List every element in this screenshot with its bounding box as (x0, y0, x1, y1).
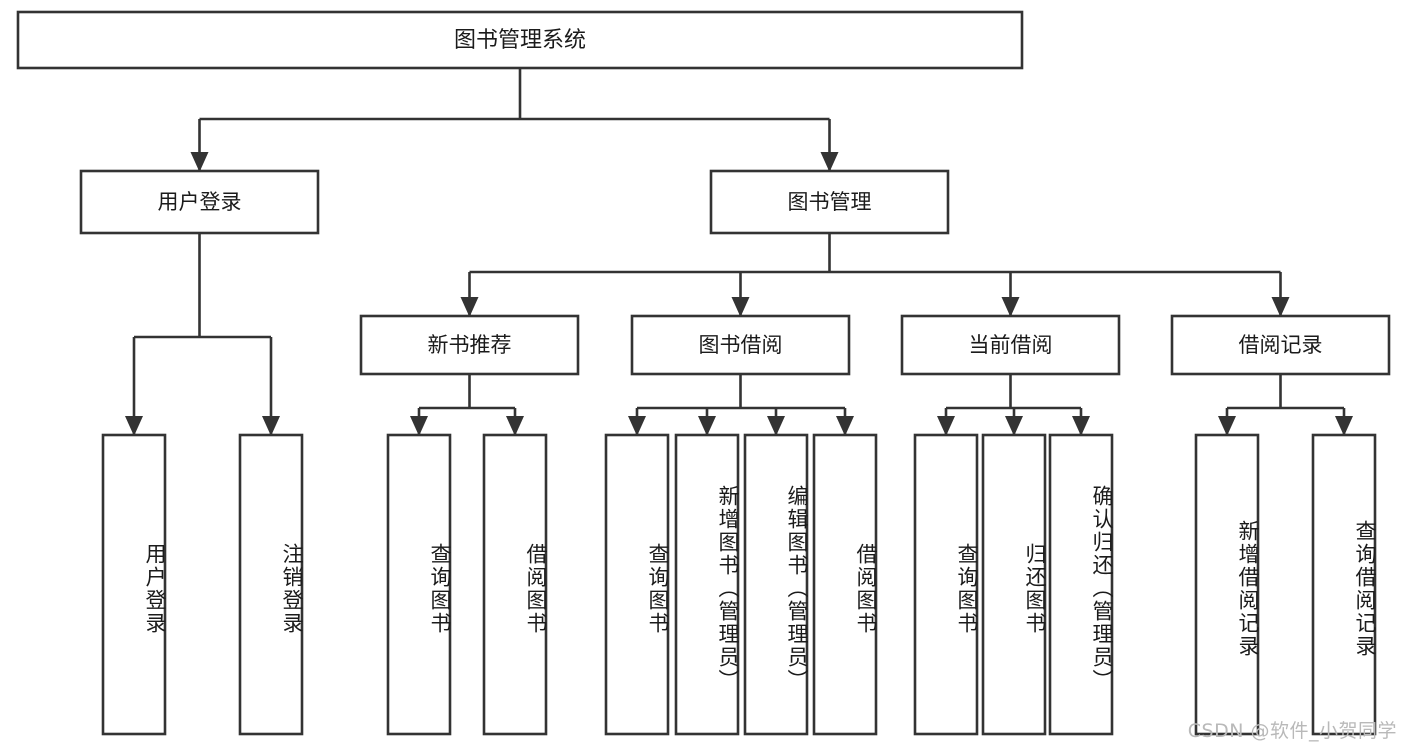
node-leaf-return-book[interactable] (981, 433, 1047, 736)
node-leaf-add-book-admin[interactable] (674, 433, 740, 736)
borrow-record-to-leaves-arrow-0 (1218, 416, 1236, 436)
current-borrow-to-leaves-arrow-1 (1005, 416, 1023, 436)
node-leaf-query-book-2[interactable] (604, 433, 670, 736)
bookmanage-to-level3-arrow-0 (460, 297, 479, 317)
new-book-recommend-to-leaves-arrow-1 (506, 416, 524, 436)
current-borrow-to-leaves-arrow-0 (937, 416, 955, 436)
node-leaf-add-borrow-record[interactable] (1194, 433, 1260, 736)
bookmanage-to-level3-arrow-3 (1271, 297, 1290, 317)
node-borrow-record-label: 借阅记录 (1239, 333, 1323, 357)
book-borrow-to-leaves-arrow-0 (628, 416, 646, 436)
bookmanage-to-level3-arrow-2 (1001, 297, 1020, 317)
connectors-layer (125, 68, 1353, 436)
current-borrow-to-leaves-arrow-2 (1072, 416, 1090, 436)
node-leaf-logout-login[interactable] (238, 433, 304, 736)
userlogin-to-leaves-arrow-0 (125, 416, 143, 436)
book-borrow-to-leaves-arrow-2 (767, 416, 785, 436)
node-leaf-query-book-3[interactable] (913, 433, 979, 736)
node-current-borrow[interactable] (900, 314, 1121, 376)
node-new-book-recommend-label: 新书推荐 (428, 333, 512, 357)
borrow-record-to-leaves-arrow-1 (1335, 416, 1353, 436)
node-leaf-query-borrow-record[interactable] (1311, 433, 1377, 736)
node-leaf-confirm-return-admin[interactable] (1048, 433, 1114, 736)
node-root-system[interactable] (16, 10, 1024, 70)
node-leaf-borrow-book-2[interactable] (812, 433, 878, 736)
userlogin-to-leaves-arrow-1 (262, 416, 280, 436)
node-leaf-user-login[interactable] (101, 433, 167, 736)
node-root-label: 图书管理系统 (454, 28, 586, 53)
root-to-level2-arrow-1 (820, 152, 839, 172)
node-book-borrow[interactable] (630, 314, 851, 376)
node-leaf-query-book-1[interactable] (386, 433, 452, 736)
boxes-layer (16, 10, 1391, 736)
csdn-watermark: CSDN @软件_小贺同学 (1187, 720, 1397, 742)
node-leaf-borrow-book-1[interactable] (482, 433, 548, 736)
root-to-level2-arrow-0 (190, 152, 209, 172)
node-book-manage[interactable] (709, 169, 950, 235)
bookmanage-to-level3-arrow-1 (731, 297, 750, 317)
node-book-borrow-label: 图书借阅 (699, 333, 783, 357)
new-book-recommend-to-leaves-arrow-0 (410, 416, 428, 436)
node-leaf-edit-book-admin[interactable] (743, 433, 809, 736)
node-current-borrow-label: 当前借阅 (969, 333, 1053, 357)
node-user-login[interactable] (79, 169, 320, 235)
node-new-book-recommend[interactable] (359, 314, 580, 376)
node-book-manage-label: 图书管理 (788, 190, 872, 214)
node-user-login-label: 用户登录 (158, 190, 242, 214)
book-borrow-to-leaves-arrow-3 (836, 416, 854, 436)
node-borrow-record[interactable] (1170, 314, 1391, 376)
book-borrow-to-leaves-arrow-1 (698, 416, 716, 436)
